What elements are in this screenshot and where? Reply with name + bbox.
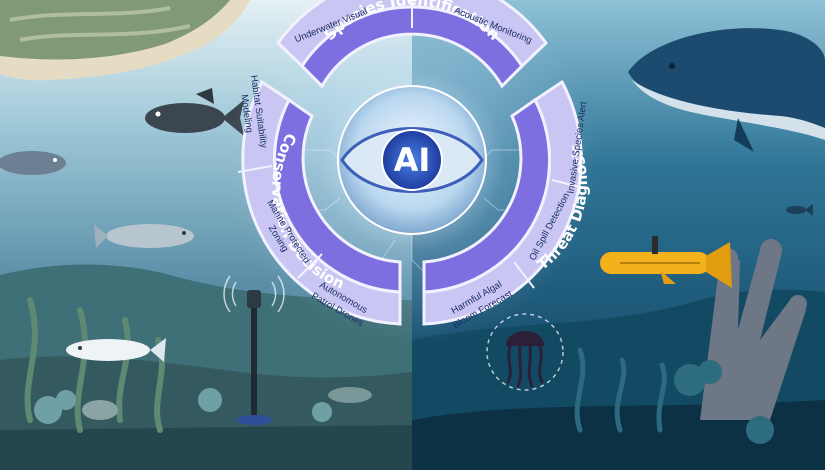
segment-species-identification [276, 0, 548, 89]
segment-conservation-decision [241, 79, 402, 326]
whale-icon [628, 28, 825, 152]
left-coral [34, 388, 332, 424]
small-fish-icon [786, 204, 813, 216]
hydrophone-icon [247, 290, 261, 308]
sub-item-dividers [237, 0, 585, 289]
underwater-drone-icon [600, 236, 732, 288]
salmon-fish-icon [94, 224, 194, 248]
conservation-item-habitat-2: Modeling [238, 94, 254, 134]
white-fish-icon [66, 338, 166, 362]
left-seaweed [24, 297, 165, 433]
grey-fish-icon [0, 151, 66, 175]
segment-threat-diagnosis [422, 79, 583, 326]
hydrophone-pole [251, 298, 257, 418]
jellyfish-icon [486, 313, 564, 391]
core-label: AI [394, 141, 431, 179]
